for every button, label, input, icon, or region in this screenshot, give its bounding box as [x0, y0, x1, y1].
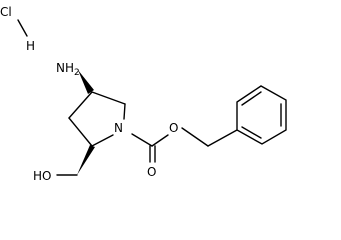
bond-n1-carbonyl-c [131, 133, 153, 147]
bond-c4-c3 [68, 91, 93, 119]
atom-ring-nitrogen: N [114, 121, 123, 135]
benzyl-group [207, 85, 287, 147]
bond-c3-c2 [68, 117, 93, 147]
bond-h-cl [17, 19, 28, 37]
carbamate-group: O O [131, 121, 209, 179]
benzene-ring [236, 85, 287, 145]
benzene-inner-bond-3 [241, 126, 262, 139]
wedge-bond-c2-ch2 [77, 145, 95, 175]
benzene-inner-bond-1 [241, 91, 262, 106]
bond-c4-c5 [91, 91, 126, 105]
nh-label: NH [56, 61, 74, 75]
hydrochloride-salt: Cl H [0, 5, 35, 53]
atom-ester-oxygen: O [169, 121, 178, 135]
nh2-subscript: 2 [74, 68, 80, 78]
bond-ester-o-ch2 [181, 127, 209, 147]
chemical-structure-diagram: Cl H NH2 N HO O O [0, 5, 287, 183]
atom-hydroxyl: HO [33, 169, 51, 183]
atom-nh2: NH2 [56, 61, 80, 78]
bond-carbonyl-c-ester-o [151, 134, 169, 147]
bond-c5-n1 [123, 103, 126, 120]
atom-chlorine: Cl [0, 5, 12, 19]
amino-group: NH2 [56, 61, 94, 94]
atom-carbonyl-oxygen: O [147, 165, 156, 179]
wedge-bond-c4-n [78, 70, 94, 94]
bond-c2-n1 [91, 134, 114, 147]
bond-ch2-phenyl [207, 129, 238, 147]
pyrrolidine-ring: N [68, 91, 126, 147]
atom-hydrogen: H [26, 39, 35, 53]
hydroxymethyl-group: HO [33, 145, 95, 183]
